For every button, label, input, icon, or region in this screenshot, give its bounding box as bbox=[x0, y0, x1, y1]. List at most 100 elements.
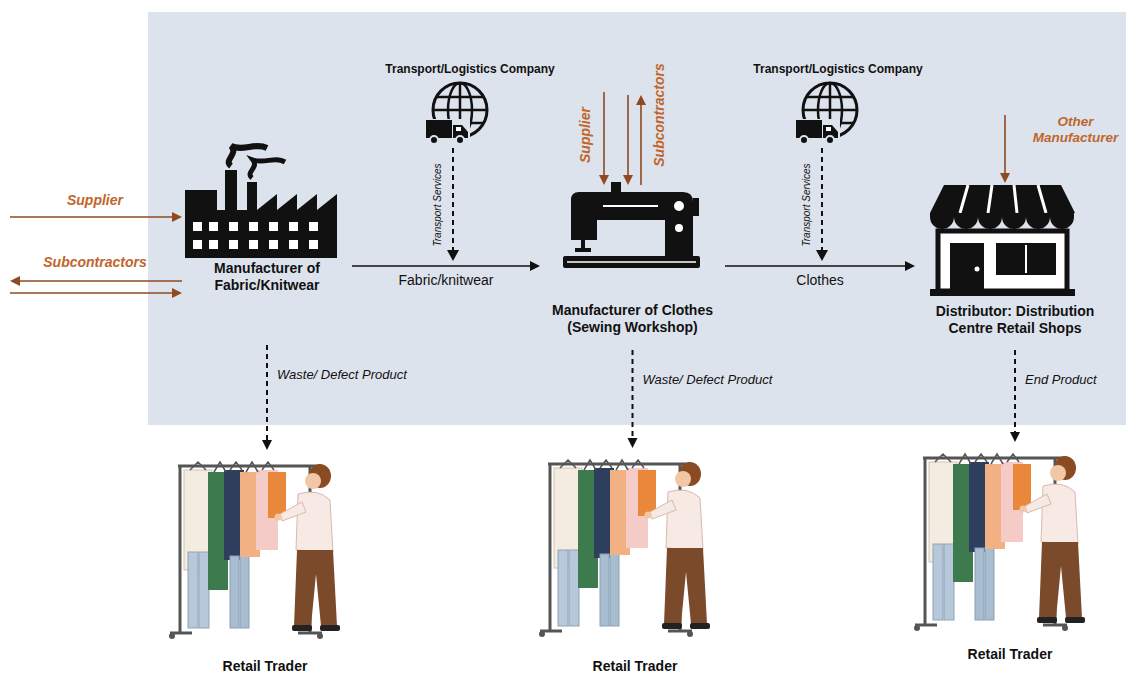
factory-icon bbox=[229, 240, 238, 249]
flow-line bbox=[10, 292, 172, 294]
node-label: Supplier bbox=[578, 107, 593, 163]
sewing-machine-icon bbox=[567, 261, 696, 263]
node-label: Subcontractors bbox=[10, 254, 180, 271]
factory-icon bbox=[249, 222, 258, 231]
factory-icon bbox=[185, 146, 337, 258]
edge-label: End Product bbox=[1025, 372, 1097, 387]
label-anchor: Fabric/knitwear bbox=[399, 272, 494, 288]
service-label: Transport Services bbox=[801, 163, 812, 246]
arrow-head bbox=[1010, 432, 1020, 442]
transport-services-arrow bbox=[447, 148, 828, 261]
sewing-machine-icon bbox=[563, 182, 700, 268]
shop-icon bbox=[950, 243, 984, 291]
subcontractor-source: Subcontractors bbox=[622, 50, 672, 185]
retail-trader-node: Retail Trader bbox=[535, 448, 735, 677]
sewing-machine-icon bbox=[571, 192, 693, 258]
flow-line bbox=[20, 280, 182, 282]
factory-icon bbox=[229, 222, 238, 231]
factory-icon bbox=[209, 222, 218, 231]
logistics-node: Transport/Logistics Company bbox=[365, 62, 575, 148]
retail-trader-node: Retail Trader bbox=[165, 450, 365, 677]
shop-icon bbox=[996, 243, 1056, 275]
edge-label: Clothes bbox=[796, 272, 843, 288]
shop-icon bbox=[960, 185, 1046, 213]
flow-arrow bbox=[10, 276, 182, 286]
subcontractor-source: Subcontractors bbox=[10, 254, 180, 298]
label-anchor: End Product bbox=[1025, 372, 1097, 387]
flow-arrow bbox=[10, 288, 182, 298]
manufacturer-source: Other Manufacturer bbox=[995, 112, 1122, 152]
factory-icon bbox=[185, 170, 337, 258]
flow-arrow bbox=[10, 212, 182, 222]
factory-icon bbox=[269, 240, 278, 249]
arrow-head bbox=[1000, 173, 1010, 183]
illustration bbox=[169, 462, 340, 639]
arrow-head bbox=[623, 175, 633, 185]
factory-icon bbox=[309, 240, 318, 249]
sewing-machine-icon bbox=[611, 182, 621, 192]
sewing-node: Manufacturer of Clothes (Sewing Workshop… bbox=[540, 185, 725, 350]
edge-label: Waste/ Defect Product bbox=[643, 372, 773, 387]
illustration bbox=[914, 454, 1085, 631]
factory-icon bbox=[209, 240, 218, 249]
arrow-head bbox=[172, 212, 182, 222]
flow-line bbox=[10, 216, 172, 218]
factory-icon bbox=[249, 240, 258, 249]
arrow-head bbox=[10, 276, 20, 286]
flow-line bbox=[1014, 350, 1016, 432]
sewing-machine-icon bbox=[674, 201, 684, 211]
shop-icon bbox=[930, 289, 1075, 296]
factory-icon bbox=[193, 222, 202, 231]
arrow-head bbox=[628, 438, 638, 448]
background-panel bbox=[148, 12, 1126, 425]
sewing-machine-icon bbox=[693, 198, 699, 216]
logistics-node: Transport/Logistics Company bbox=[733, 62, 943, 148]
retail-trader-node: Retail Trader bbox=[910, 442, 1110, 668]
factory-icon bbox=[269, 222, 278, 231]
shop-icon bbox=[975, 267, 980, 272]
flow-arrow bbox=[636, 95, 646, 185]
flow-line bbox=[603, 92, 605, 175]
node-label: Retail Trader bbox=[910, 646, 1110, 663]
flow-arrow bbox=[623, 95, 633, 185]
arrow-head bbox=[262, 440, 272, 450]
arrow-head bbox=[530, 261, 540, 271]
factory-icon bbox=[289, 240, 298, 249]
sewing-machine-icon bbox=[563, 256, 700, 268]
flow-line bbox=[725, 265, 905, 267]
node-label: Transport/Logistics Company bbox=[365, 62, 575, 76]
node-label: Retail Trader bbox=[535, 658, 735, 675]
label-anchor: Clothes bbox=[796, 272, 843, 288]
edge-label: Fabric/knitwear bbox=[399, 272, 494, 288]
flow-arrow bbox=[352, 261, 540, 271]
supplier-source: Supplier bbox=[10, 192, 180, 224]
sewing-machine-icon bbox=[675, 224, 683, 232]
node-label: Supplier bbox=[10, 192, 180, 209]
service-label: Transport Services bbox=[432, 163, 443, 246]
flow-line bbox=[640, 105, 642, 185]
shop-icon bbox=[1025, 245, 1027, 273]
sewing-machine-icon bbox=[575, 248, 591, 252]
flow-line bbox=[352, 265, 530, 267]
label-anchor: Waste/ Defect Product bbox=[277, 367, 407, 382]
shop-icon bbox=[930, 185, 1075, 213]
flow-line bbox=[627, 95, 629, 175]
factory-icon bbox=[289, 222, 298, 231]
node-label: Manufacturer of Fabric/Knitwear bbox=[182, 260, 352, 294]
edge-label: Waste/ Defect Product bbox=[277, 367, 407, 382]
node-label: Other Manufacturer bbox=[995, 114, 1122, 146]
label-anchor: Waste/ Defect Product bbox=[643, 372, 773, 387]
distributor-node: Distributor: Distribution Centre Retail … bbox=[915, 183, 1115, 350]
factory-icon bbox=[309, 222, 318, 231]
flow-arrow bbox=[1010, 350, 1020, 442]
factory-icon bbox=[193, 240, 202, 249]
transport-services-arrow bbox=[452, 148, 454, 250]
node-label: Retail Trader bbox=[165, 658, 365, 675]
sewing-machine-icon bbox=[603, 205, 658, 207]
arrow-head bbox=[636, 95, 646, 105]
illustration bbox=[539, 460, 710, 637]
arrow-head bbox=[172, 288, 182, 298]
